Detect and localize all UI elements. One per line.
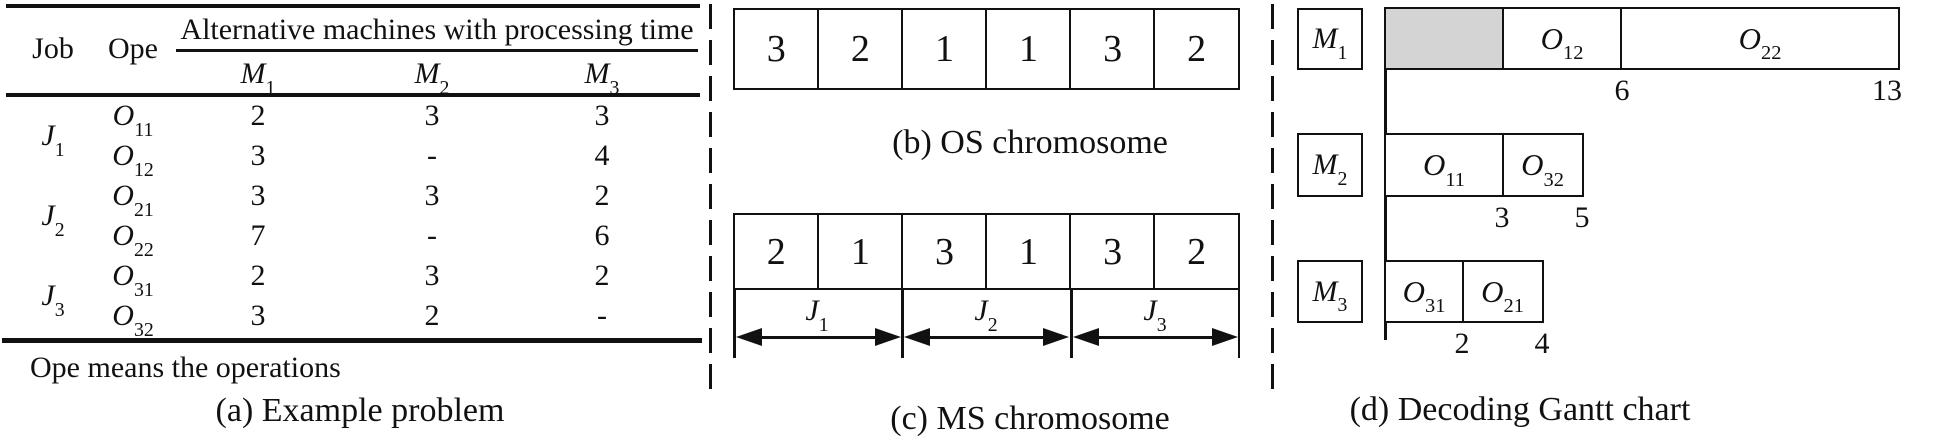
machine-box-m2: M2: [1297, 133, 1363, 197]
cell-o32-m2: 2: [424, 299, 440, 332]
gantt-bar-o21: O21: [1461, 260, 1544, 323]
os-chromosome-row: 3 2 1 1 3 2: [733, 8, 1240, 90]
gantt-bar-o22: O22: [1620, 7, 1900, 70]
ms-band-tick-0: [733, 288, 736, 358]
ms-gene-1: 2: [733, 213, 820, 290]
cell-o22-m1: 7: [250, 219, 266, 252]
gantt-row-m2: O11 O32: [1384, 133, 1584, 197]
ms-gene-5: 3: [1069, 213, 1156, 290]
job-label-j1: J1: [41, 119, 65, 161]
cell-o12-m1: 3: [250, 139, 266, 172]
gantt-tick-m1-13: 13: [1872, 74, 1902, 107]
ms-band-tick-1: [901, 288, 904, 358]
column-header-machines-span: Alternative machines with processing tim…: [180, 13, 694, 46]
gantt-row-m1: O12 O22: [1384, 7, 1900, 70]
gantt-row-m3: O31 O21: [1384, 260, 1544, 323]
gantt-tick-m2-3: 3: [1494, 201, 1510, 234]
machine-box-m3: M3: [1297, 260, 1363, 323]
column-header-ope: Ope: [108, 32, 158, 65]
panel-divider-2: [1271, 4, 1274, 396]
caption-panel-d: (d) Decoding Gantt chart: [1349, 391, 1691, 428]
cell-o21-m1: 3: [250, 179, 266, 212]
ms-band-tick-2: [1070, 288, 1073, 358]
cell-o32-m3: -: [597, 299, 607, 332]
caption-panel-b: (b) OS chromosome: [892, 124, 1168, 161]
ms-job-label-j2: J2: [974, 294, 998, 336]
ms-span-arrow-j2: [904, 328, 1069, 346]
ms-gene-6: 2: [1153, 213, 1240, 290]
m1-label: M: [240, 57, 266, 90]
ms-chromosome-row: 2 1 3 1 3 2: [733, 213, 1240, 290]
ms-band-tick-3: [1237, 288, 1240, 358]
ms-gene-2: 1: [817, 213, 904, 290]
ope-label-o11: O11: [112, 99, 154, 141]
os-gene-6: 2: [1153, 8, 1240, 90]
ms-job-label-j1: J1: [805, 294, 829, 336]
ms-span-arrow-j1: [736, 328, 901, 346]
ms-job-label-j3: J3: [1143, 294, 1167, 336]
m2-label: M: [414, 57, 440, 90]
column-header-job: Job: [32, 32, 74, 65]
table-top-rule: [6, 4, 700, 8]
gantt-tick-m3-4: 4: [1534, 327, 1550, 360]
panel-divider-1: [709, 4, 712, 396]
ms-span-arrow-j3: [1073, 328, 1238, 346]
job-label-j2: J2: [41, 199, 65, 241]
cell-o22-m2: -: [427, 219, 437, 252]
ope-label-o21: O21: [112, 179, 154, 221]
cell-o32-m1: 3: [250, 299, 266, 332]
cell-o12-m3: 4: [594, 139, 610, 172]
cell-o31-m3: 2: [594, 259, 610, 292]
table-footnote: Ope means the operations: [30, 351, 341, 384]
gantt-bar-o12: O12: [1501, 7, 1623, 70]
cell-o22-m3: 6: [594, 219, 610, 252]
column-header-m3: M3: [584, 57, 620, 99]
cell-o21-m3: 2: [594, 179, 610, 212]
ope-label-o22: O22: [112, 219, 154, 261]
gantt-tick-m1-6: 6: [1614, 74, 1630, 107]
table-header-rule: [6, 93, 700, 97]
cell-o31-m2: 3: [424, 259, 440, 292]
table-span-rule: [176, 49, 698, 52]
gantt-tick-m3-2: 2: [1454, 327, 1470, 360]
cell-o11-m1: 2: [250, 99, 266, 132]
job-label-j3: J3: [41, 279, 65, 321]
caption-panel-c: (c) MS chromosome: [890, 400, 1170, 437]
os-gene-3: 1: [901, 8, 988, 90]
ms-gene-4: 1: [985, 213, 1072, 290]
caption-panel-a: (a) Example problem: [215, 392, 505, 429]
gantt-tick-m2-5: 5: [1574, 201, 1590, 234]
gantt-bar-o32: O32: [1501, 133, 1584, 197]
cell-o11-m3: 3: [594, 99, 610, 132]
ope-label-o12: O12: [112, 139, 154, 181]
os-gene-2: 2: [817, 8, 904, 90]
gantt-bar-o31: O31: [1384, 260, 1464, 323]
machine-box-m1: M1: [1297, 8, 1363, 70]
os-gene-1: 3: [733, 8, 820, 90]
cell-o12-m2: -: [427, 139, 437, 172]
os-gene-5: 3: [1069, 8, 1156, 90]
ms-gene-3: 3: [901, 213, 988, 290]
m3-label: M: [584, 57, 610, 90]
cell-o31-m1: 2: [250, 259, 266, 292]
ope-label-o31: O31: [112, 259, 154, 301]
cell-o11-m2: 3: [424, 99, 440, 132]
column-header-m1: M1: [240, 57, 276, 99]
gantt-bar-idle: [1384, 7, 1504, 70]
ope-label-o32: O32: [112, 299, 154, 341]
column-header-m2: M2: [414, 57, 450, 99]
table-bottom-rule: [2, 338, 702, 343]
os-gene-4: 1: [985, 8, 1072, 90]
gantt-bar-o11: O11: [1384, 133, 1504, 197]
cell-o21-m2: 3: [424, 179, 440, 212]
